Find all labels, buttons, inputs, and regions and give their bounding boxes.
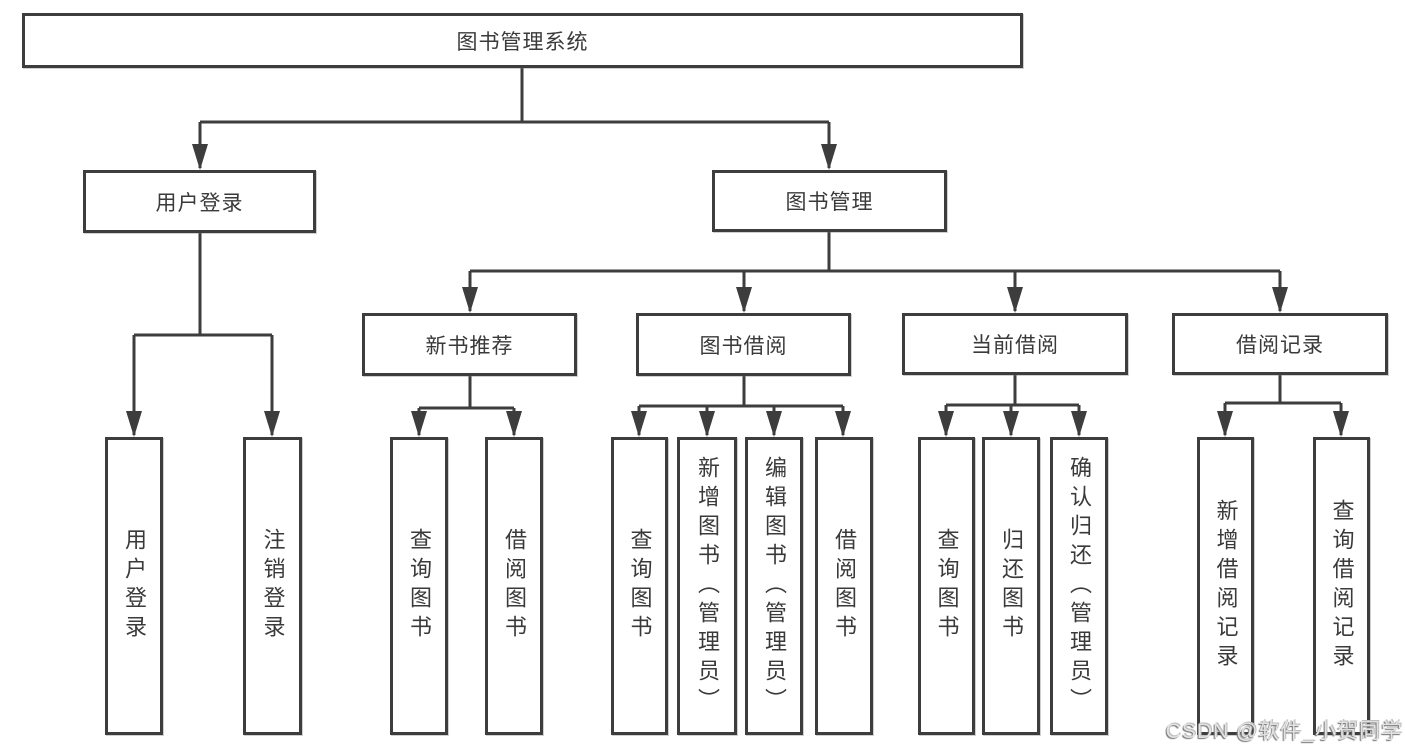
- leaf-query-borrow-record: 查询借阅记录: [1313, 437, 1370, 735]
- arrow-down-icon: [1007, 287, 1023, 313]
- arrow-down-icon: [264, 411, 280, 437]
- leaf-logout: 注销登录: [243, 437, 302, 735]
- arrow-down-icon: [835, 411, 851, 437]
- node-book-management: 图书管理: [712, 170, 947, 232]
- connector-user-login-to-leaves: [126, 233, 280, 437]
- csdn-watermark: CSDN @软件_小贺同学: [1165, 720, 1403, 743]
- leaf-add-borrow-record: 新增借阅记录: [1197, 437, 1254, 735]
- node-system-root: 图书管理系统: [22, 13, 1023, 68]
- arrow-down-icon: [462, 287, 478, 313]
- arrow-down-icon: [1003, 411, 1019, 437]
- arrow-down-icon: [411, 411, 427, 437]
- leaf-query-books-current: 查询图书: [918, 437, 975, 735]
- arrow-down-icon: [736, 287, 752, 313]
- arrow-down-icon: [766, 411, 782, 437]
- node-borrow-records: 借阅记录: [1172, 313, 1388, 375]
- leaf-query-books-recommend: 查询图书: [390, 437, 448, 735]
- arrow-down-icon: [1272, 287, 1288, 313]
- arrow-down-icon: [699, 411, 715, 437]
- arrow-down-icon: [192, 144, 208, 170]
- arrow-down-icon: [938, 411, 954, 437]
- leaf-return-books: 归还图书: [982, 437, 1040, 735]
- arrow-down-icon: [126, 411, 142, 437]
- connector-system-to-level2: [192, 68, 837, 170]
- leaf-edit-books-admin: 编辑图书（管理员）: [745, 437, 803, 735]
- node-user-login: 用户登录: [83, 170, 316, 233]
- leaf-query-books-borrow: 查询图书: [611, 437, 668, 735]
- connector-book-borrow-to-leaves: [631, 376, 851, 437]
- leaf-add-books-admin: 新增图书（管理员）: [677, 437, 737, 735]
- leaf-user-login: 用户登录: [105, 437, 163, 735]
- node-current-borrow: 当前借阅: [902, 313, 1128, 375]
- connector-new-book-to-leaves: [411, 376, 522, 437]
- leaf-borrow-books-recommend: 借阅图书: [485, 437, 543, 735]
- leaf-borrow-books: 借阅图书: [815, 437, 873, 735]
- arrow-down-icon: [1333, 411, 1349, 437]
- connector-book-mgmt-to-level3: [462, 232, 1288, 313]
- arrow-down-icon: [1071, 411, 1087, 437]
- arrow-down-icon: [506, 411, 522, 437]
- arrow-down-icon: [821, 144, 837, 170]
- arrow-down-icon: [1217, 411, 1233, 437]
- connector-current-borrow-to-leaves: [938, 375, 1087, 437]
- leaf-confirm-return-admin: 确认归还（管理员）: [1050, 437, 1108, 735]
- node-new-book-recommend: 新书推荐: [362, 313, 577, 376]
- connector-borrow-records-to-leaves: [1217, 375, 1349, 437]
- arrow-down-icon: [631, 411, 647, 437]
- node-book-borrow: 图书借阅: [636, 313, 851, 376]
